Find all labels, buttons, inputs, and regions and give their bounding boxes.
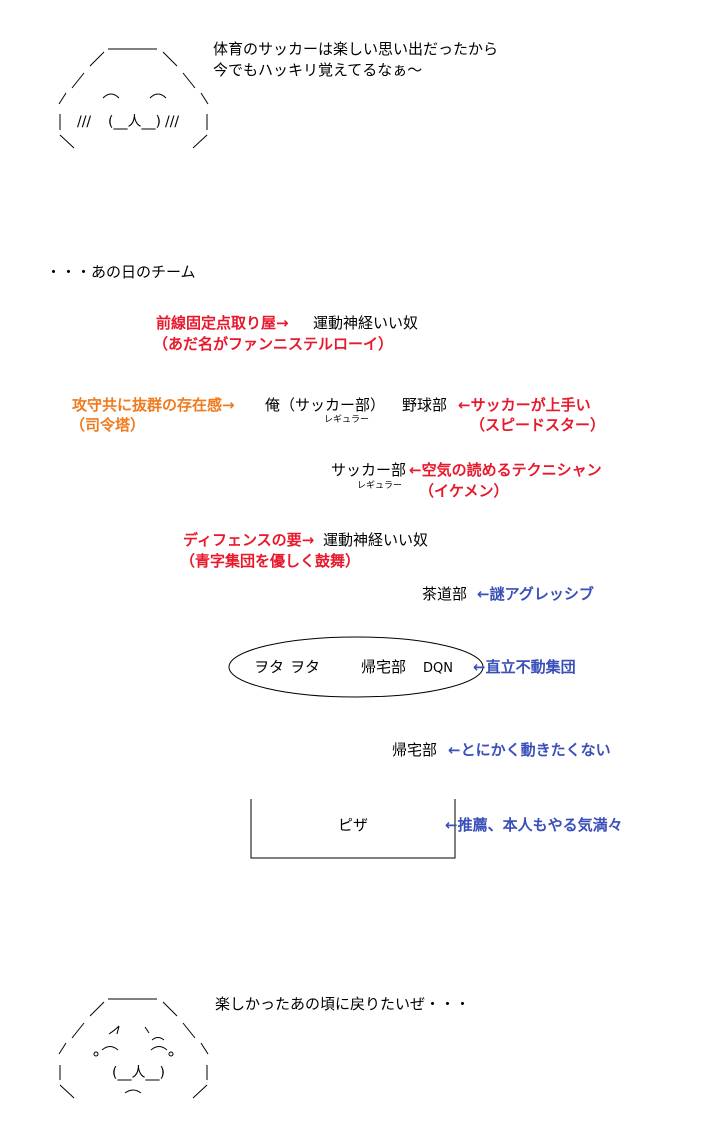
bottom-face-mouth: (__人__)	[112, 1065, 165, 1081]
forward-note: （あだ名がファンニステルローイ）	[153, 335, 394, 353]
soccer2-label: ←空気の読めるテクニシャン	[409, 461, 602, 479]
soccer2-player: サッカー部	[331, 461, 407, 479]
defense-label: ディフェンスの要→	[183, 531, 315, 549]
playmaker-sub: レギュラー	[324, 415, 370, 425]
group-player-4: DQN	[423, 661, 453, 676]
group-player-2: ヲタ	[290, 658, 321, 676]
top-speech-line1: 体育のサッカーは楽しい思い出だったから	[213, 40, 499, 58]
group-label: ←直立不動集団	[473, 658, 576, 676]
forward-label: 前線固定点取り屋→	[156, 314, 289, 332]
forward-player: 運動神経いい奴	[313, 314, 419, 332]
goalkeeper-player: ピザ	[338, 816, 369, 834]
top-face-outline	[58, 48, 209, 149]
group-ellipse	[228, 636, 484, 698]
group-player-1: ヲタ	[254, 658, 285, 676]
tea-player: 茶道部	[422, 585, 468, 603]
home-label: ←とにかく動きたくない	[448, 741, 611, 759]
playmaker-label: 攻守共に抜群の存在感→	[72, 396, 235, 414]
baseball-player: 野球部	[402, 396, 448, 414]
goalkeeper-label: ←推薦、本人もやる気満々	[445, 816, 623, 834]
intro-text: ・・・あの日のチーム	[46, 263, 196, 281]
playmaker-note: （司令塔）	[70, 416, 146, 434]
home-player: 帰宅部	[392, 741, 438, 759]
top-face-mouth: (__人__)	[108, 114, 161, 130]
bottom-speech-line1: 楽しかったあの頃に戻りたいぜ・・・	[215, 995, 471, 1013]
playmaker-player: 俺（サッカー部）	[265, 396, 386, 414]
tea-label: ←謎アグレッシブ	[477, 585, 594, 603]
top-speech-line2: 今でもハッキリ覚えてるなぁ～	[213, 61, 423, 79]
group-player-3: 帰宅部	[361, 658, 407, 676]
baseball-note: （スピードスター）	[470, 416, 606, 434]
soccer2-note: （イケメン）	[419, 482, 509, 500]
goal-box	[250, 799, 456, 859]
defense-player: 運動神経いい奴	[323, 531, 429, 549]
top-face-blush-right: ///	[165, 114, 180, 130]
baseball-label: ←サッカーが上手い	[458, 396, 591, 414]
defense-note: （青字集団を優しく鼓舞）	[180, 552, 361, 570]
soccer2-sub: レギュラー	[357, 481, 403, 491]
bottom-face-outline	[58, 998, 209, 1099]
top-face-blush-left: ///	[77, 114, 92, 130]
